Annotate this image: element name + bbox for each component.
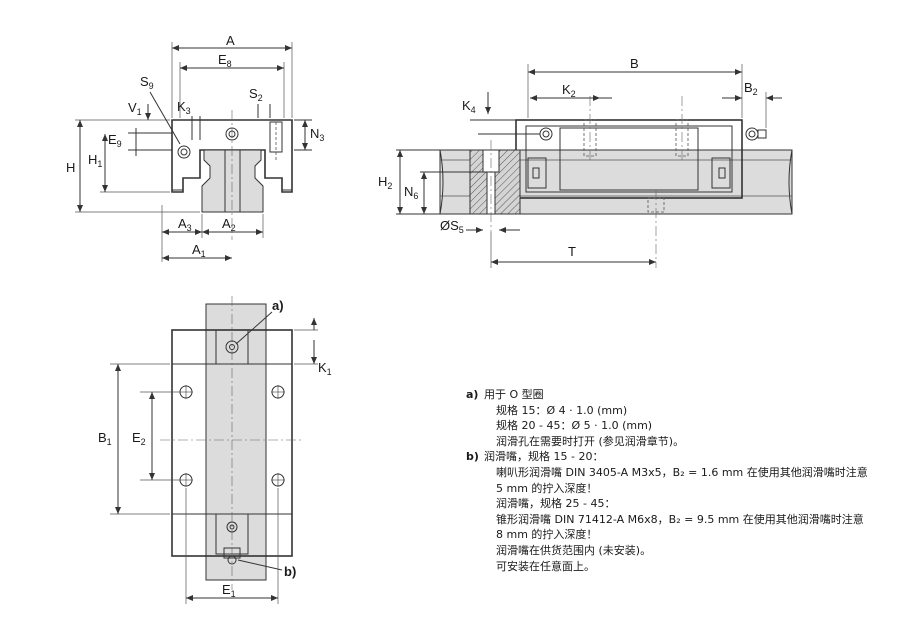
dim-s9: S: [140, 74, 149, 89]
footnotes: a) 用于 O 型圈 规格 15：Ø 4 · 1.0 (mm) 规格 20 - …: [466, 387, 896, 574]
dim-e9: E: [108, 132, 117, 147]
dim-t: T: [568, 244, 576, 259]
note-b-key: b): [466, 450, 479, 464]
svg-text:N3: N3: [310, 126, 324, 143]
svg-text:E2: E2: [132, 430, 146, 447]
lube-fitting-right-icon: [745, 127, 759, 141]
note-b-line: 喇叭形润滑嘴 DIN 3405-A M3x5，B₂ = 1.6 mm 在使用其他…: [496, 465, 868, 479]
dim-n3: N: [310, 126, 319, 141]
lube-fitting-icon: [177, 145, 191, 159]
dim-a: A: [226, 33, 235, 48]
note-b-line: 8 mm 的拧入深度！: [496, 528, 598, 542]
svg-text:E9: E9: [108, 132, 122, 149]
dim-k3: K: [177, 99, 186, 114]
svg-text:b): b): [284, 564, 296, 579]
svg-text:A3: A3: [178, 216, 192, 233]
note-a-line: 润滑孔在需要时打开 (参见润滑章节)。: [496, 434, 685, 448]
note-a-line: 用于 O 型圈: [484, 388, 544, 401]
rail-top: [205, 303, 267, 581]
svg-text:H1: H1: [88, 152, 102, 169]
svg-text:V1: V1: [128, 100, 142, 117]
dim-e8: E: [218, 52, 227, 67]
note-b-line: 润滑嘴在供货范围内 (未安装)。: [496, 543, 652, 557]
dim-h: H: [66, 160, 75, 175]
dim-e2: E: [132, 430, 141, 445]
svg-text:a): a): [272, 298, 284, 313]
dim-n6: N: [404, 184, 413, 199]
dim-h2: H: [378, 174, 387, 189]
svg-text:K1: K1: [318, 360, 332, 377]
dim-a2: A: [222, 216, 231, 231]
svg-text:A1: A1: [192, 242, 206, 259]
dim-b2: B: [744, 80, 753, 95]
note-a-line: 规格 20 - 45：Ø 5 · 1.0 (mm): [496, 419, 653, 433]
svg-text:N6: N6: [404, 184, 418, 201]
svg-text:B1: B1: [98, 430, 112, 447]
side-view: B K2 B2 K4 H2 N6 ØS5 T: [378, 56, 793, 268]
rail-profile: [201, 149, 264, 213]
dim-k1: K: [318, 360, 327, 375]
svg-text:A: A: [226, 33, 235, 48]
lube-fitting-left-icon: [539, 127, 553, 141]
dim-h1: H: [88, 152, 97, 167]
svg-text:E1: E1: [222, 582, 236, 599]
svg-text:H: H: [66, 160, 75, 175]
svg-text:E8: E8: [218, 52, 232, 69]
mark-a: a): [272, 298, 284, 313]
mark-b: b): [284, 564, 296, 579]
svg-text:B: B: [630, 56, 639, 71]
front-view: A E8 S9 V1 K3 S2 E9 N3 H H1 A3 A2 A1: [66, 33, 324, 262]
svg-text:T: T: [568, 244, 576, 259]
note-b: b) 润滑嘴，规格 15 - 20： 喇叭形润滑嘴 DIN 3405-A M3x…: [466, 449, 896, 574]
dim-b: B: [630, 56, 639, 71]
dim-k4: K: [462, 98, 471, 113]
note-a: a) 用于 O 型圈 规格 15：Ø 4 · 1.0 (mm) 规格 20 - …: [466, 387, 896, 449]
dim-b1: B: [98, 430, 107, 445]
svg-text:S9: S9: [140, 74, 154, 91]
note-b-line: 锥形润滑嘴 DIN 71412-A M6x8，B₂ = 9.5 mm 在使用其他…: [496, 512, 864, 526]
svg-text:K3: K3: [177, 99, 191, 116]
dim-os5: ØS: [440, 218, 459, 233]
note-b-line: 润滑嘴，规格 25 - 45：: [496, 497, 616, 511]
dim-k2: K: [562, 82, 571, 97]
dim-a1: A: [192, 242, 201, 257]
svg-text:ØS5: ØS5: [440, 218, 464, 235]
note-a-line: 规格 15：Ø 4 · 1.0 (mm): [496, 403, 628, 417]
note-a-key: a): [466, 388, 479, 401]
svg-text:H2: H2: [378, 174, 392, 191]
dim-s2: S: [249, 86, 258, 101]
top-view: a) b) B1 E2 K1 E1: [98, 296, 332, 604]
note-b-line: 润滑嘴，规格 15 - 20：: [484, 450, 604, 464]
dim-e1: E: [222, 582, 231, 597]
svg-text:K4: K4: [462, 98, 476, 115]
dim-a3: A: [178, 216, 187, 231]
note-b-line: 5 mm 的拧入深度！: [496, 481, 598, 495]
svg-text:K2: K2: [562, 82, 576, 99]
svg-text:A2: A2: [222, 216, 236, 233]
svg-text:S2: S2: [249, 86, 263, 103]
svg-text:B2: B2: [744, 80, 758, 97]
note-b-line: 可安装在任意面上。: [496, 559, 595, 573]
dim-v1: V: [128, 100, 137, 115]
